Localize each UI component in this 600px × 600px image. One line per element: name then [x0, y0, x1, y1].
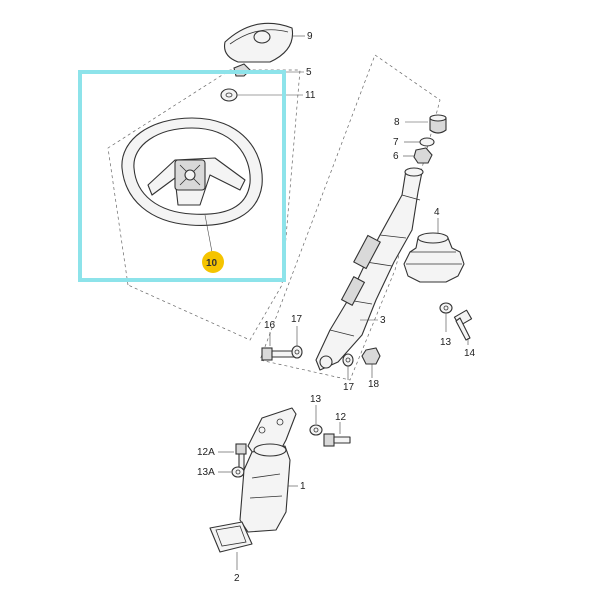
- column-group-outline: [259, 54, 441, 381]
- label-16: 16: [264, 320, 276, 331]
- steering-column[interactable]: [315, 167, 424, 371]
- label-18: 18: [368, 379, 380, 390]
- label-4: 4: [434, 207, 440, 218]
- label-2: 2: [234, 573, 240, 584]
- horn-pad[interactable]: [223, 22, 294, 63]
- column-bracket[interactable]: [239, 407, 297, 533]
- label-5: 5: [306, 67, 312, 78]
- washer-17-upper[interactable]: [291, 345, 303, 359]
- label-3: 3: [380, 315, 386, 326]
- cap-8[interactable]: [429, 114, 447, 134]
- label-13-middle: 13: [310, 394, 322, 405]
- gasket-2[interactable]: [209, 521, 253, 553]
- washer-11[interactable]: [220, 88, 238, 102]
- bolt-16[interactable]: [261, 347, 295, 361]
- washer-13A[interactable]: [231, 466, 245, 478]
- label-9: 9: [307, 31, 313, 42]
- highlight-box: [78, 70, 286, 282]
- nut-18[interactable]: [361, 347, 381, 365]
- washer-13-upper[interactable]: [439, 302, 453, 314]
- bolt-12A[interactable]: [235, 443, 247, 471]
- bolt-14[interactable]: [453, 309, 473, 341]
- label-12A: 12A: [197, 447, 215, 458]
- callout-badge[interactable]: [202, 251, 224, 273]
- label-13A: 13A: [197, 467, 215, 478]
- label-1: 1: [300, 481, 306, 492]
- label-8: 8: [394, 117, 400, 128]
- label-7: 7: [393, 137, 399, 148]
- wheel-group-outline: [107, 69, 301, 341]
- washer-17-lower[interactable]: [342, 353, 354, 367]
- nut-6[interactable]: [413, 147, 433, 164]
- rubber-boot[interactable]: [403, 232, 465, 283]
- label-13-upper: 13: [440, 337, 452, 348]
- label-11: 11: [305, 90, 316, 101]
- label-12: 12: [335, 412, 347, 423]
- washer-13-middle[interactable]: [309, 424, 323, 436]
- steering-wheel[interactable]: [121, 117, 263, 226]
- label-14: 14: [464, 348, 476, 359]
- label-17-lower: 17: [343, 382, 355, 393]
- bolt-12[interactable]: [323, 433, 351, 447]
- bush-7[interactable]: [419, 137, 435, 147]
- label-6: 6: [393, 151, 399, 162]
- label-17-upper: 17: [291, 314, 303, 325]
- label-10: 10: [206, 258, 218, 269]
